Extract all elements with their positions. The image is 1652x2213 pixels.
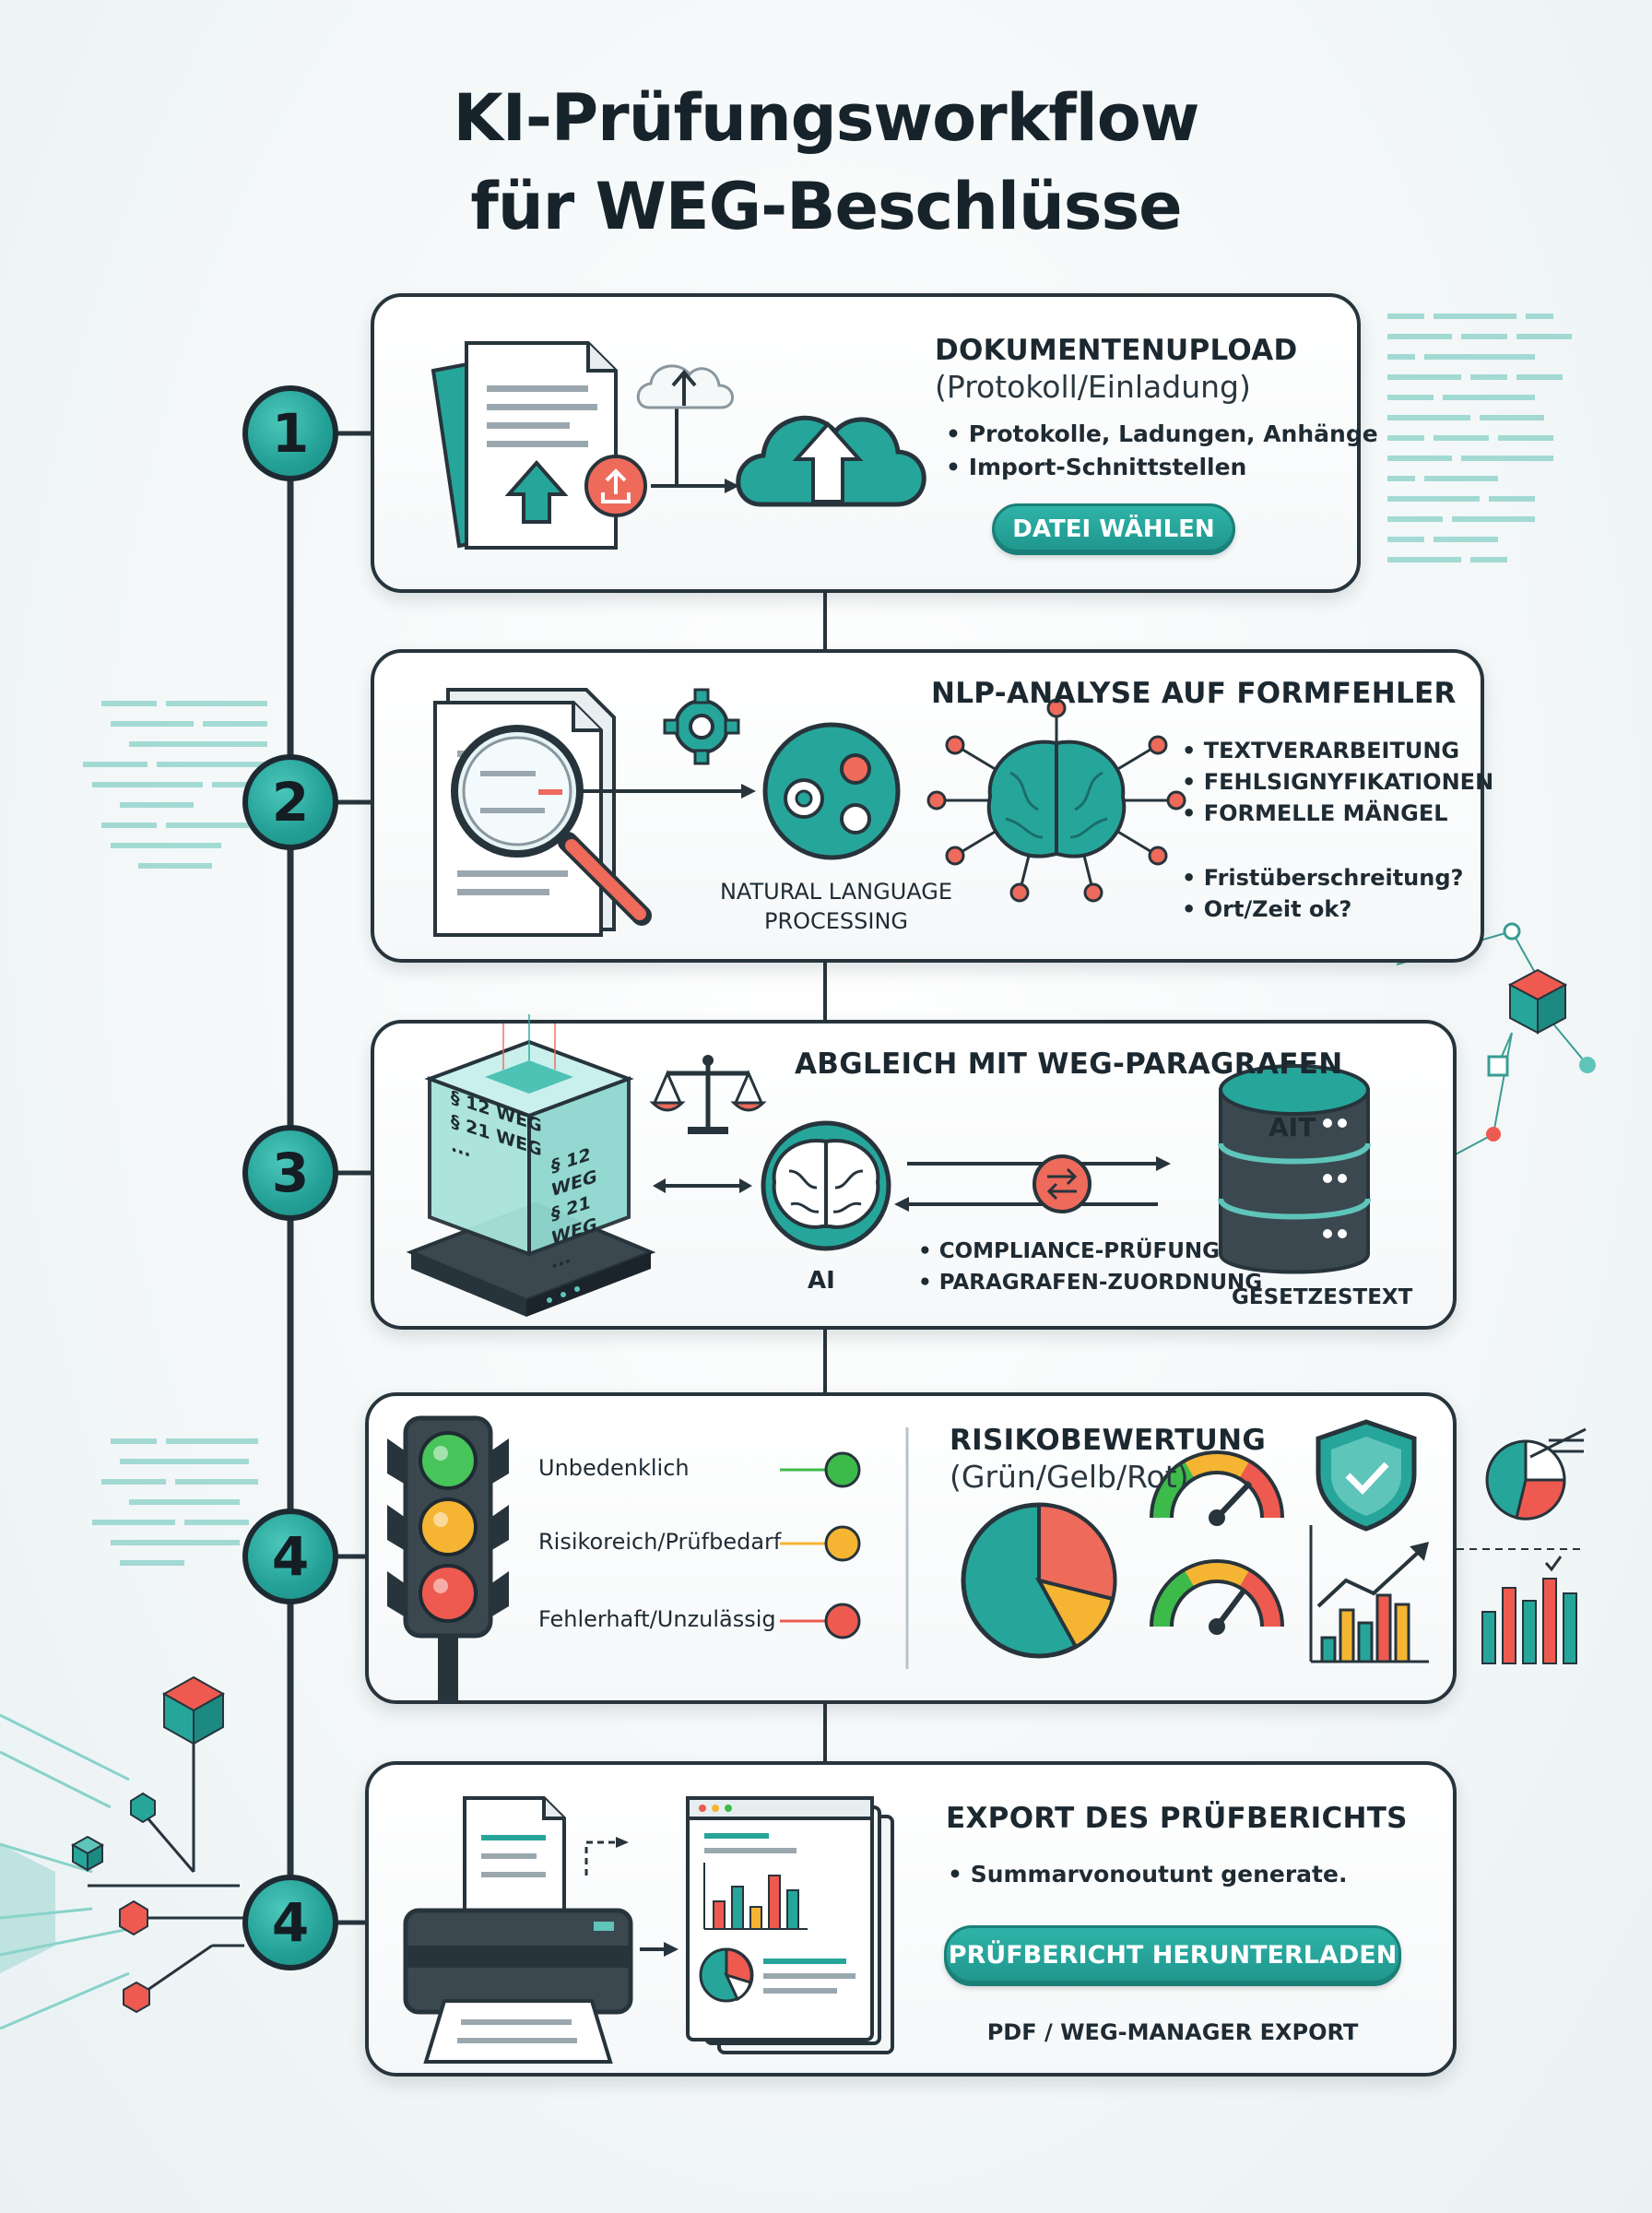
step-heading-export: EXPORT DES PRÜFBERICHTS bbox=[946, 1802, 1408, 1835]
step-heading-nlp: NLP-ANALYSE AUF FORMFEHLER bbox=[931, 677, 1457, 710]
step-subtitle-risk: (Grün/Gelb/Rot) bbox=[950, 1459, 1189, 1495]
step-subtitle-upload: (Protokoll/Einladung) bbox=[935, 369, 1251, 405]
paragraph-illustration bbox=[406, 1014, 1371, 1317]
risk-illustration bbox=[387, 1415, 1430, 1700]
export-footer: PDF / WEG-MANAGER EXPORT bbox=[986, 2019, 1359, 2045]
step-card-upload: DOKUMENTENUPLOAD (Protokoll/Einladung) P… bbox=[371, 293, 1378, 593]
cloud-upload-icon bbox=[736, 415, 926, 507]
step-number-3: 3 bbox=[242, 1125, 338, 1221]
step-number-4: 4 bbox=[242, 1509, 338, 1604]
database-icon bbox=[1218, 1064, 1371, 1274]
ai-label: AI bbox=[808, 1267, 835, 1295]
export-illustration bbox=[403, 1796, 894, 2064]
small-cloud-icon bbox=[636, 364, 734, 409]
yellow-level-dot bbox=[824, 1525, 861, 1562]
nlp-illustration bbox=[433, 688, 1186, 937]
risk-level-yellow-label: Risikoreich/Prüfbedarf bbox=[538, 1529, 782, 1555]
upload-illustration bbox=[431, 341, 926, 550]
step-card-risk: Unbedenklich Risikoreich/Prüfbedarf Fehl… bbox=[365, 1392, 1457, 1704]
nlp-bullet-3: FORMELLE MÄNGEL bbox=[1182, 800, 1448, 826]
nlp-question-2: Ort/Zeit ok? bbox=[1182, 896, 1352, 922]
database-label: AIT bbox=[1268, 1112, 1316, 1142]
step-heading-upload: DOKUMENTENUPLOAD bbox=[935, 334, 1298, 367]
nlp-question-1: Fristüberschreitung? bbox=[1182, 865, 1464, 891]
step-number-1: 1 bbox=[242, 385, 338, 481]
step-card-nlp: NATURAL LANGUAGE PROCESSING NLP-ANALYSE … bbox=[371, 649, 1493, 963]
risk-level-red-label: Fehlerhaft/Unzulässig bbox=[538, 1606, 776, 1632]
step-number-2: 2 bbox=[242, 754, 338, 850]
document-stack-icon bbox=[431, 341, 618, 550]
scales-icon bbox=[649, 1055, 767, 1134]
red-level-dot bbox=[824, 1603, 861, 1639]
gear-icon bbox=[663, 688, 740, 765]
document-search-icon bbox=[433, 688, 652, 937]
title-line-2: für WEG-Beschlüsse bbox=[470, 169, 1182, 244]
choose-file-button[interactable]: DATEI WÄHLEN bbox=[992, 503, 1235, 555]
upload-badge-icon bbox=[584, 455, 647, 517]
step-number-5: 4 bbox=[242, 1875, 338, 1970]
traffic-light-icon bbox=[387, 1415, 509, 1700]
step-heading-risk: RISIKOBEWERTUNG bbox=[950, 1424, 1267, 1457]
nlp-caption-line-2: PROCESSING bbox=[763, 908, 909, 934]
printer-icon bbox=[403, 1796, 633, 2064]
export-bullet-1: Summarvonoutunt generate. bbox=[948, 1861, 1348, 1888]
nlp-bullet-2: FEHLSIGNYFIKATIONEN bbox=[1182, 769, 1493, 795]
ai-brain-icon bbox=[761, 1120, 891, 1251]
gauge-icon-2 bbox=[1150, 1559, 1284, 1635]
gauge-icon-1 bbox=[1150, 1450, 1284, 1526]
nlp-caption-line-1: NATURAL LANGUAGE bbox=[719, 879, 953, 905]
law-cube-icon bbox=[424, 1014, 634, 1257]
bar-chart-icon bbox=[1309, 1525, 1430, 1663]
brain-network-icon bbox=[926, 698, 1186, 903]
nlp-processor-icon bbox=[762, 722, 901, 860]
sync-icon bbox=[1032, 1154, 1092, 1213]
upload-bullet-1: Protokolle, Ladungen, Anhänge bbox=[946, 420, 1378, 447]
paragraph-bullet-2: PARAGRAFEN-ZUORDNUNG bbox=[918, 1271, 1262, 1295]
paragraph-bullet-1: COMPLIANCE-PRÜFUNG bbox=[918, 1239, 1220, 1263]
step-card-paragraphs: § 12 WEG § 21 WEG ... § 12 WEG § 21 WEG … bbox=[371, 1014, 1457, 1330]
pie-chart-icon bbox=[961, 1502, 1117, 1659]
green-level-dot bbox=[824, 1451, 861, 1488]
step-card-export: EXPORT DES PRÜFBERICHTS Summarvonoutunt … bbox=[365, 1761, 1457, 2077]
nlp-bullet-1: TEXTVERARBEITUNG bbox=[1182, 738, 1459, 763]
report-document-icon bbox=[686, 1796, 894, 2054]
download-report-button[interactable]: PRÜFBERICHT HERUNTERLADEN bbox=[944, 1925, 1401, 1986]
risk-level-green-label: Unbedenklich bbox=[538, 1455, 690, 1481]
page-title: KI-Prüfungsworkflow für WEG-Beschlüsse bbox=[0, 74, 1652, 251]
title-line-1: KI-Prüfungsworkflow bbox=[453, 80, 1200, 156]
upload-bullet-2: Import-Schnittstellen bbox=[946, 454, 1247, 480]
step-heading-paragraphs: ABGLEICH MIT WEG-PARAGRAFEN bbox=[795, 1047, 1343, 1081]
shield-check-icon bbox=[1316, 1419, 1417, 1532]
